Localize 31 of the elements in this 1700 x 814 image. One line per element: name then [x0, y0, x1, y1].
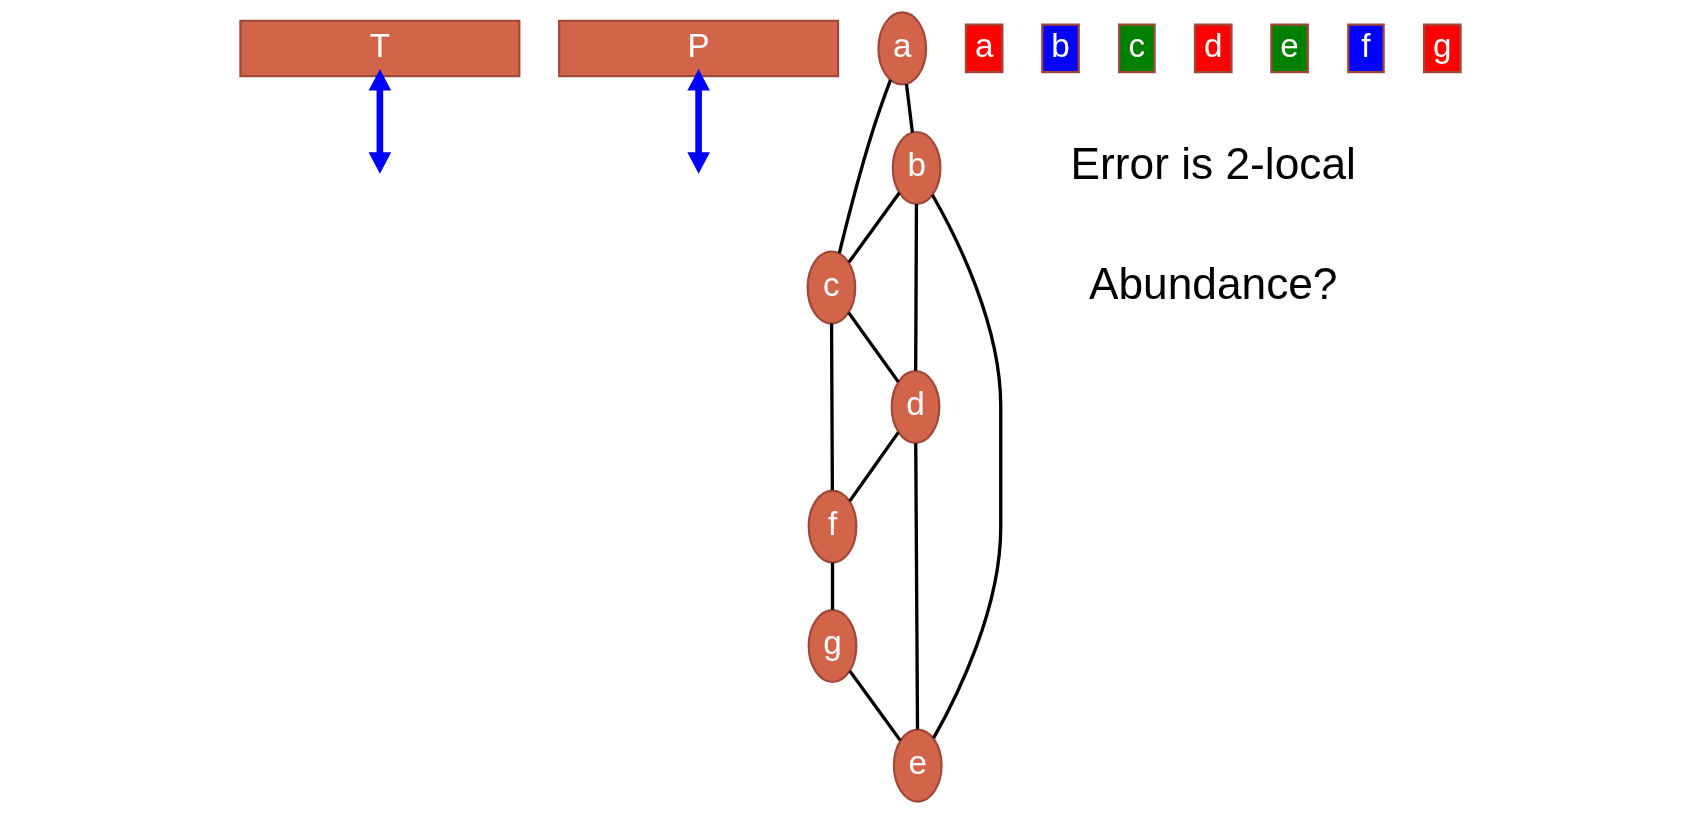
- connector: [930, 194, 1002, 739]
- connector: [847, 191, 901, 264]
- node-box: c: [1117, 23, 1156, 74]
- connector: [846, 311, 900, 383]
- node-box: P: [557, 19, 839, 78]
- node-ellipse: c: [806, 250, 856, 325]
- connector: [847, 669, 902, 742]
- node-box: g: [1422, 23, 1462, 74]
- node-box: d: [1193, 23, 1233, 74]
- node-box: a: [964, 23, 1003, 74]
- node-box: b: [1040, 23, 1080, 74]
- node-ellipse: g: [807, 608, 857, 684]
- node-ellipse: a: [876, 11, 927, 86]
- connector: [913, 204, 918, 371]
- node-ellipse: d: [890, 369, 940, 445]
- arrow: [368, 69, 391, 174]
- label: Error is 2-local: [1070, 139, 1356, 189]
- label: Abundance?: [1088, 258, 1337, 308]
- connector: [904, 83, 914, 133]
- connector: [829, 323, 834, 491]
- connector: [837, 79, 892, 254]
- node-box: e: [1269, 23, 1309, 74]
- node-ellipse: e: [892, 728, 943, 803]
- connector: [830, 562, 834, 610]
- node-ellipse: b: [891, 130, 942, 206]
- node-box: T: [238, 19, 520, 78]
- node-box: f: [1346, 23, 1385, 74]
- arrow: [686, 69, 710, 174]
- node-ellipse: f: [807, 489, 857, 564]
- connector: [847, 431, 900, 503]
- connector: [913, 443, 919, 730]
